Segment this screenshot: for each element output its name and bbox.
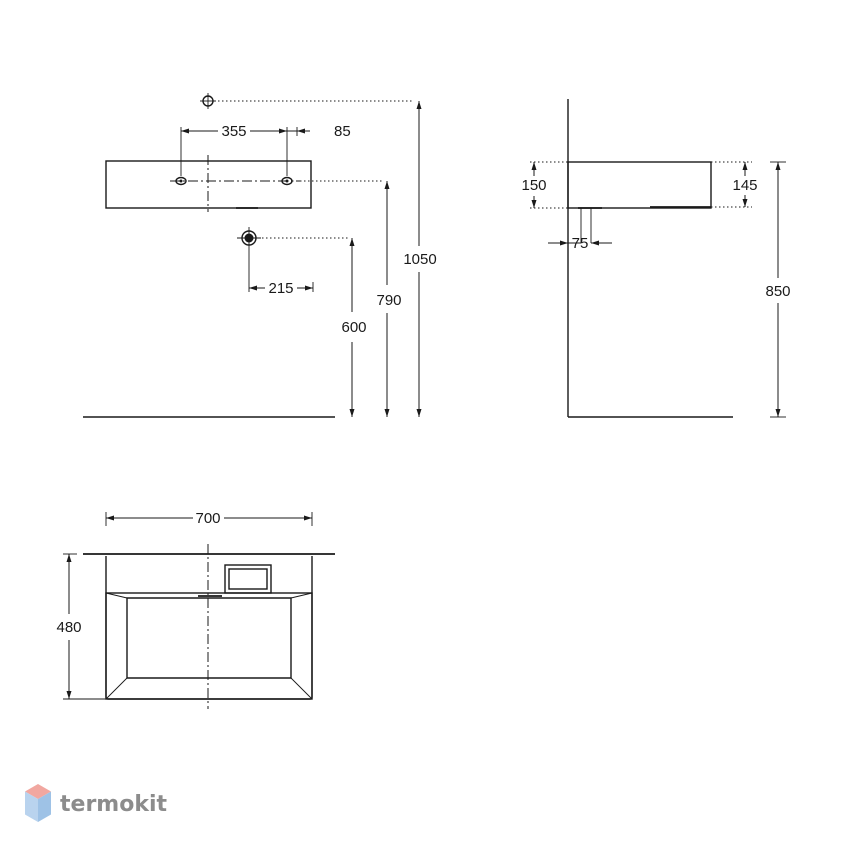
dimension-width: 700 xyxy=(195,510,220,527)
dimension-basin-depth-right: 145 xyxy=(732,177,757,194)
side-view: 150 145 75 850 xyxy=(521,99,791,418)
front-view: 355 85 215 600 790 1050 xyxy=(83,93,437,418)
dimension-outlet-height: 790 xyxy=(376,292,401,309)
top-view: 700 480 xyxy=(56,510,335,709)
dimension-drain-height: 600 xyxy=(341,319,366,336)
faucet-deck-icon xyxy=(224,564,272,594)
termokit-logo-icon xyxy=(25,784,51,822)
brand-watermark: termokit xyxy=(25,784,167,822)
dimension-drain-setback: 75 xyxy=(572,235,589,252)
dimension-outlet-offset: 85 xyxy=(334,123,351,140)
dimension-rim-height: 850 xyxy=(765,283,790,300)
dimension-drain-offset: 215 xyxy=(268,280,293,297)
dimension-projection: 480 xyxy=(56,619,81,636)
drain-symbol-icon xyxy=(237,227,261,250)
dimension-supply-height: 1050 xyxy=(403,251,436,268)
dimension-outlet-spacing: 355 xyxy=(221,123,246,140)
brand-name: termokit xyxy=(60,792,167,817)
dimension-basin-depth-left: 150 xyxy=(521,177,546,194)
supply-point-icon xyxy=(200,93,216,109)
